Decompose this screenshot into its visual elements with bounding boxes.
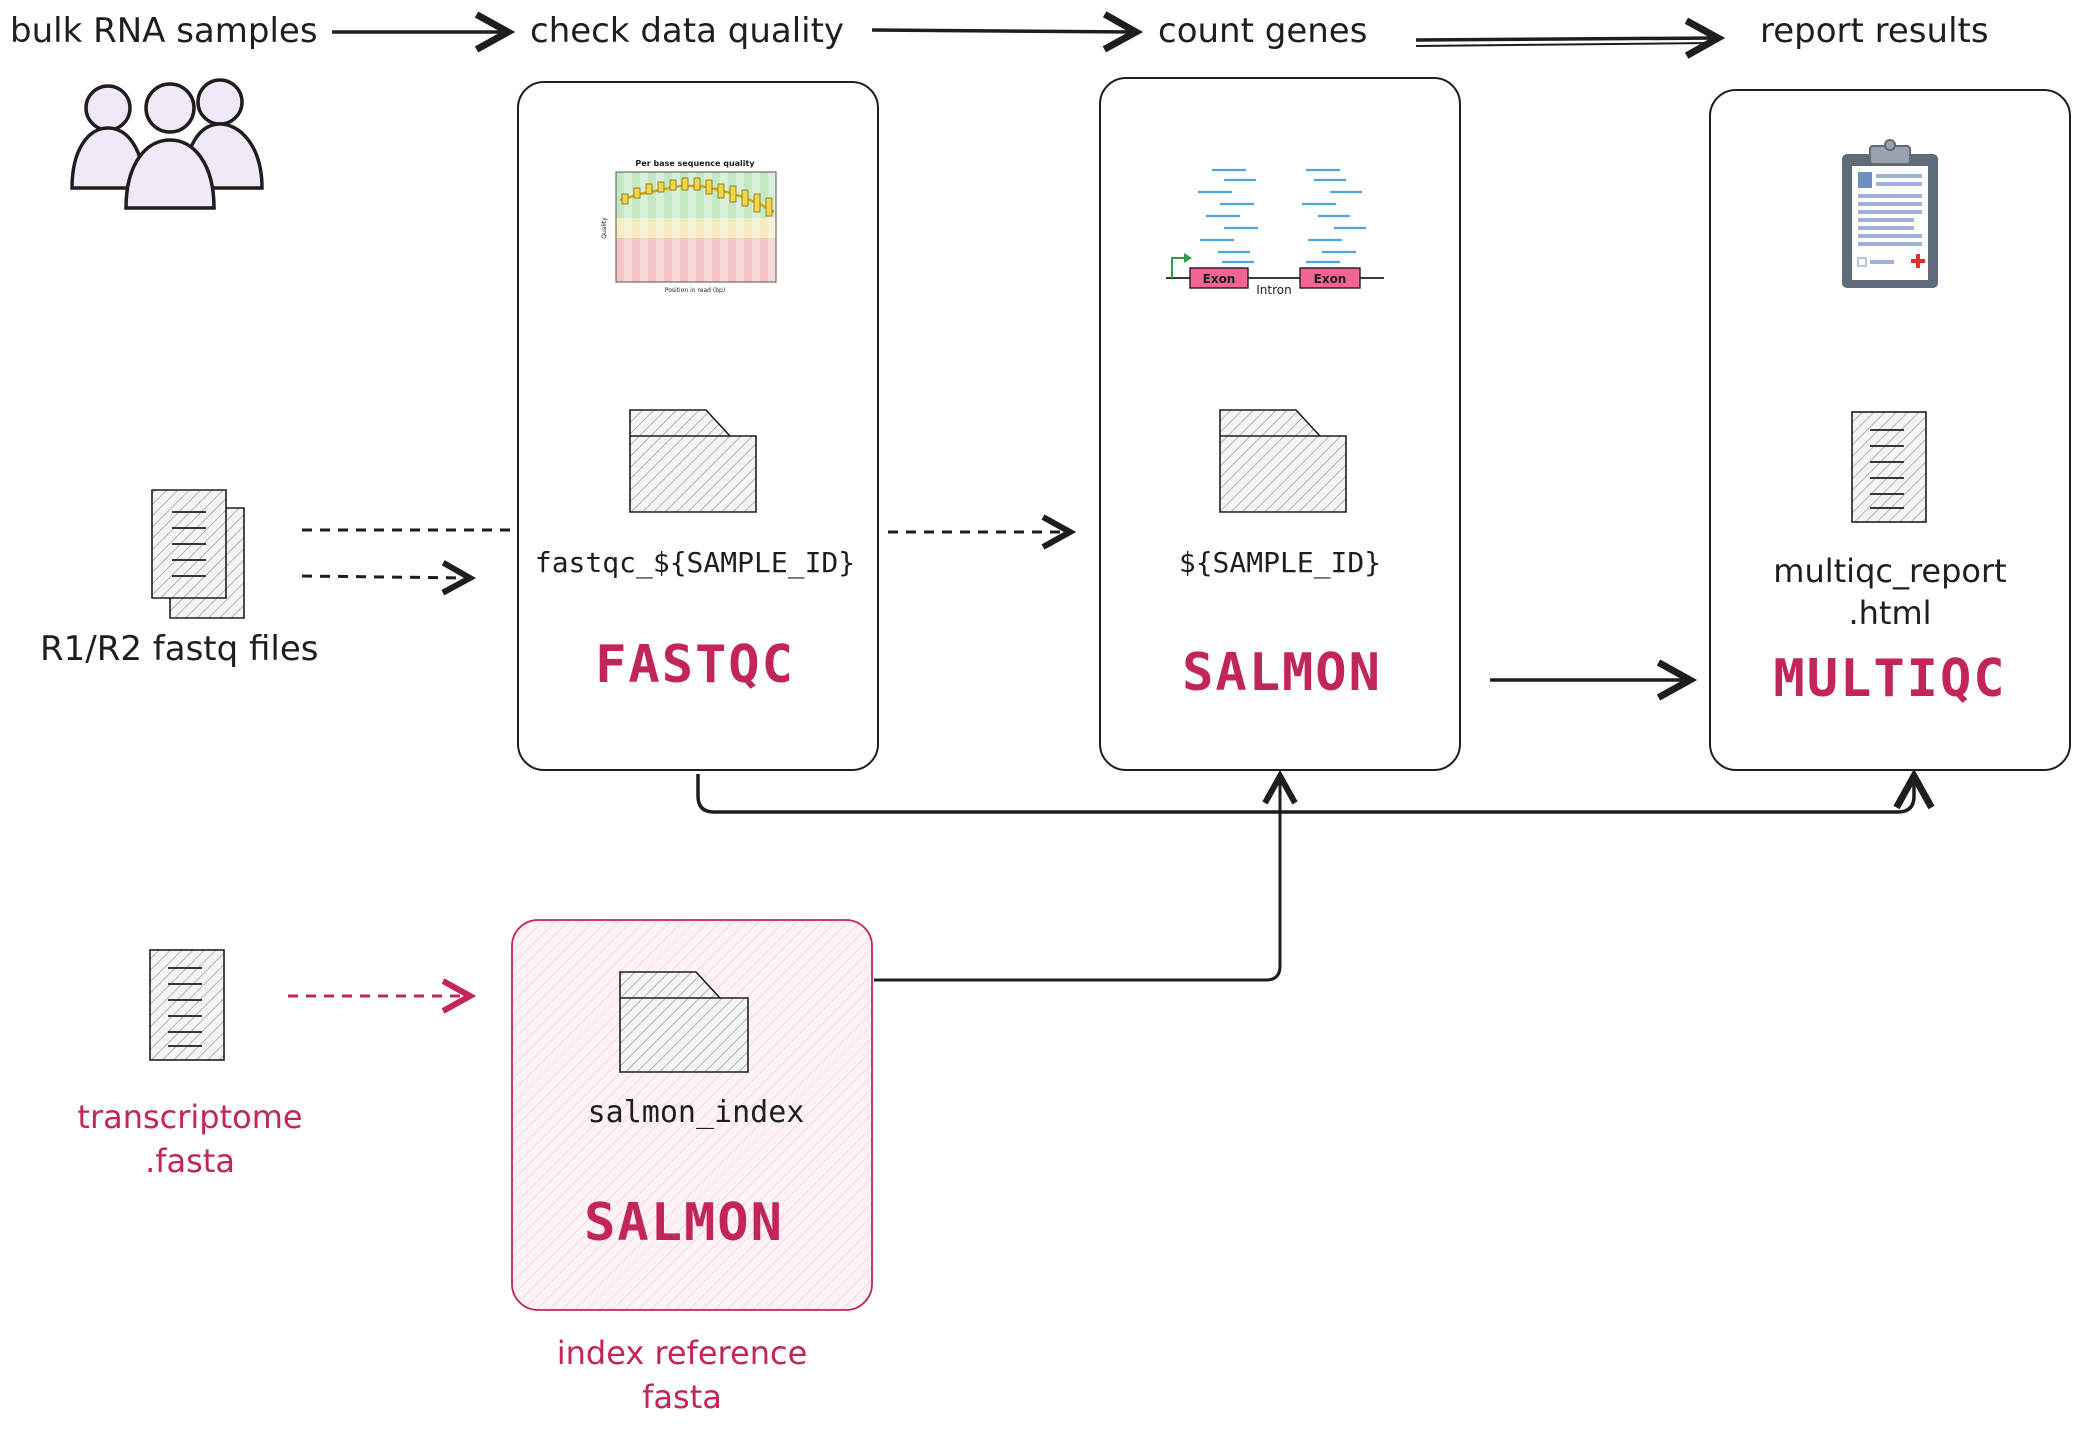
folder-icon bbox=[629, 409, 757, 513]
connector-index-to-salmon bbox=[874, 776, 1280, 982]
multiqc-output-line2: .html bbox=[1848, 594, 1931, 632]
arrow-count-to-report bbox=[1415, 38, 1718, 40]
index-caption-line1: index reference bbox=[557, 1334, 808, 1372]
arrow-count-to-report-stroke2 bbox=[1415, 42, 1713, 47]
index-caption-line2: fasta bbox=[642, 1378, 722, 1416]
gene-model-illustration: Exon Exon Intron bbox=[1166, 168, 1384, 297]
fastqc-plot-ylabel: Quality bbox=[601, 217, 608, 239]
fastqc-plot-title: Per base sequence quality bbox=[635, 159, 755, 168]
clipboard-icon bbox=[1842, 139, 1938, 288]
transcriptome-file-icon bbox=[149, 949, 225, 1061]
salmon-index-output-label: salmon_index bbox=[588, 1095, 805, 1130]
multiqc-output-line1: multiqc_report bbox=[1773, 552, 2006, 590]
intron-label: Intron bbox=[1256, 283, 1291, 297]
fastqc-process-name: FASTQC bbox=[595, 635, 795, 695]
connector-fastqc-to-multiqc bbox=[696, 774, 1914, 814]
fastq-files-icon bbox=[151, 489, 245, 619]
dashed-arrow-fastq-2 bbox=[301, 576, 470, 578]
salmon-index-process-box bbox=[511, 919, 873, 1311]
stage-label-check: check data quality bbox=[530, 11, 844, 51]
stage-label-report: report results bbox=[1760, 11, 1989, 51]
exon2-label: Exon bbox=[1314, 272, 1347, 286]
arrow-check-to-count bbox=[871, 30, 1136, 32]
multiqc-process-name: MULTIQC bbox=[1773, 649, 2006, 709]
salmon-quant-process-name: SALMON bbox=[1182, 643, 1382, 703]
salmon-index-process-name: SALMON bbox=[584, 1193, 784, 1253]
fastq-label: R1/R2 fastq files bbox=[40, 629, 319, 669]
fastqc-quality-plot: Per base sequence quality Position in re… bbox=[601, 159, 777, 294]
folder-icon bbox=[619, 971, 749, 1073]
fastqc-output-label: fastqc_${SAMPLE_ID} bbox=[535, 546, 855, 580]
folder-icon bbox=[1219, 409, 1347, 513]
transcriptome-label-line1: transcriptome bbox=[77, 1098, 302, 1136]
fastqc-plot-xlabel: Position in read (bp) bbox=[665, 287, 725, 294]
exon1-label: Exon bbox=[1203, 272, 1236, 286]
report-file-icon bbox=[1851, 411, 1927, 523]
stage-label-bulk: bulk RNA samples bbox=[10, 11, 318, 51]
stage-label-count: count genes bbox=[1158, 11, 1367, 51]
salmon-quant-output-label: ${SAMPLE_ID} bbox=[1179, 546, 1381, 580]
transcriptome-label-line2: .fasta bbox=[145, 1142, 235, 1180]
people-icon bbox=[70, 78, 264, 210]
